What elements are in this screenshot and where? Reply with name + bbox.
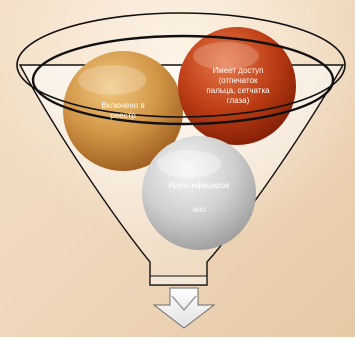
identified-ball-highlight	[157, 150, 221, 178]
access-label: Имеет доступ (отпечаток пальца, сетчатка…	[206, 66, 270, 105]
identified-label: Идентифициров ано	[168, 181, 230, 214]
identified-ball	[142, 136, 256, 250]
access-ball-highlight	[193, 42, 259, 70]
funnel-rim-inner	[31, 34, 335, 126]
funnel-neck	[149, 275, 208, 286]
funnel-rim-outer	[16, 12, 346, 118]
registry-ball-highlight	[78, 65, 146, 95]
registry-label: Включено в реестр	[101, 101, 145, 120]
down-arrow-icon	[152, 287, 216, 329]
registry-ball	[63, 51, 183, 171]
